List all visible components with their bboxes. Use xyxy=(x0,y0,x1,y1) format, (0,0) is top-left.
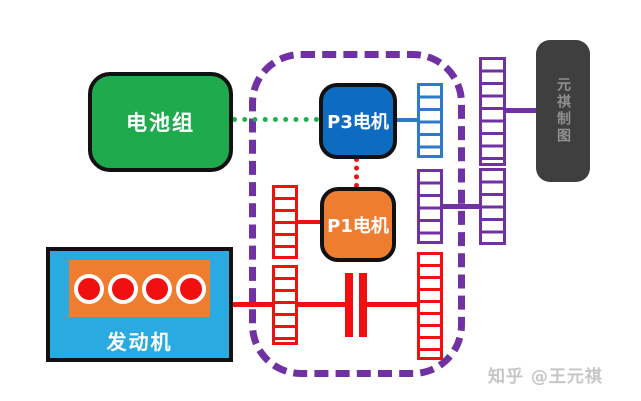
p1-motor-label: P1电机 xyxy=(327,215,389,237)
clutch-icon xyxy=(359,273,367,337)
gear-stack-icon xyxy=(417,83,443,158)
cylinder-icon xyxy=(73,273,104,304)
gear-stack-icon xyxy=(479,168,506,245)
gear-to-clutch-line xyxy=(297,302,347,307)
gear-stack-icon xyxy=(417,252,443,360)
p1-motor-node: P1电机 xyxy=(320,187,396,262)
battery-pack-label: 电池组 xyxy=(126,111,195,135)
intermediate-shaft-link-line xyxy=(442,204,480,209)
gear-stack-icon xyxy=(417,169,443,244)
brand-stamp-label: 元祺制图 xyxy=(555,77,571,145)
cylinder-icon xyxy=(175,273,206,304)
p3-motor-node: P3电机 xyxy=(319,83,397,159)
cylinder-icon xyxy=(107,273,138,304)
gear-to-p1-link-line xyxy=(296,220,322,224)
gearbox-boundary-dashed-rect xyxy=(249,51,465,377)
gear-stack-icon xyxy=(272,185,298,259)
battery-to-p3-electric-line xyxy=(232,117,319,122)
clutch-to-gear-line xyxy=(366,302,418,307)
brand-stamp-node: 元祺制图 xyxy=(536,40,590,182)
battery-pack-node: 电池组 xyxy=(88,72,233,172)
engine-output-shaft-line xyxy=(231,302,273,307)
gear-stack-icon xyxy=(272,265,298,345)
gear-stack-icon xyxy=(479,57,506,166)
p3-to-gear-link-line xyxy=(395,118,419,122)
engine-block xyxy=(69,260,210,317)
engine-node: 发动机 xyxy=(46,247,233,362)
clutch-icon xyxy=(345,273,353,337)
engine-label: 发动机 xyxy=(106,330,173,354)
watermark-text: 知乎 @王元祺 xyxy=(488,367,603,387)
p3-to-p1-dotted-line xyxy=(354,157,359,188)
p3-motor-label: P3电机 xyxy=(327,112,389,133)
output-shaft-to-brand-line xyxy=(505,108,537,113)
cylinder-icon xyxy=(141,273,172,304)
